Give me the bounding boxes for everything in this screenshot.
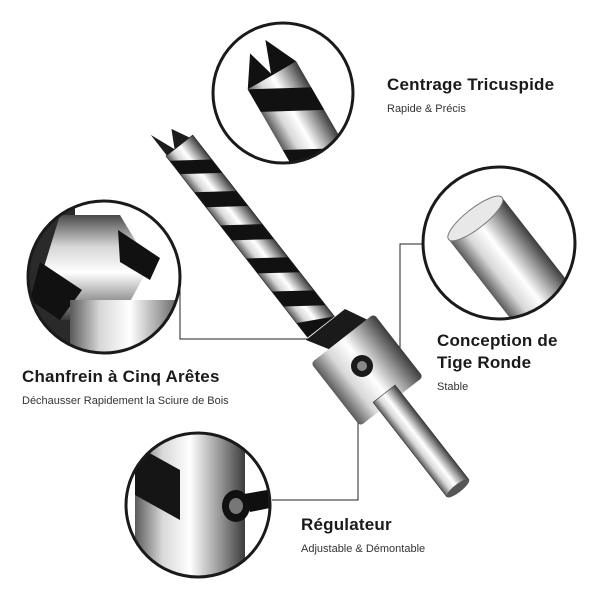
feature-regulateur: Régulateur Adjustable & Démontable [301, 514, 425, 556]
feature-tige: Conception de Tige Ronde Stable [437, 330, 597, 394]
round-shank [372, 384, 470, 498]
detail-circle-tip [211, 21, 355, 165]
feature-chanfrein-title: Chanfrein à Cinq Arêtes [22, 367, 220, 386]
feature-regulateur-subtitle: Adjustable & Démontable [301, 543, 426, 555]
feature-regulateur-title: Régulateur [301, 515, 392, 534]
feature-centrage: Centrage Tricuspide Rapide & Précis [387, 74, 554, 116]
feature-chanfrein-subtitle: Déchausser Rapidement la Sciure de Bois [22, 395, 229, 407]
feature-tige-title: Conception de Tige Ronde [437, 331, 558, 372]
drill-bit [150, 128, 335, 338]
feature-tige-subtitle: Stable [437, 381, 469, 393]
detail-circle-chamfer [26, 199, 182, 355]
feature-centrage-subtitle: Rapide & Précis [387, 103, 466, 115]
detail-circle-shank [421, 165, 577, 321]
feature-centrage-title: Centrage Tricuspide [387, 75, 555, 94]
feature-chanfrein: Chanfrein à Cinq Arêtes Déchausser Rapid… [22, 366, 229, 408]
detail-circle-regulator [124, 431, 272, 579]
